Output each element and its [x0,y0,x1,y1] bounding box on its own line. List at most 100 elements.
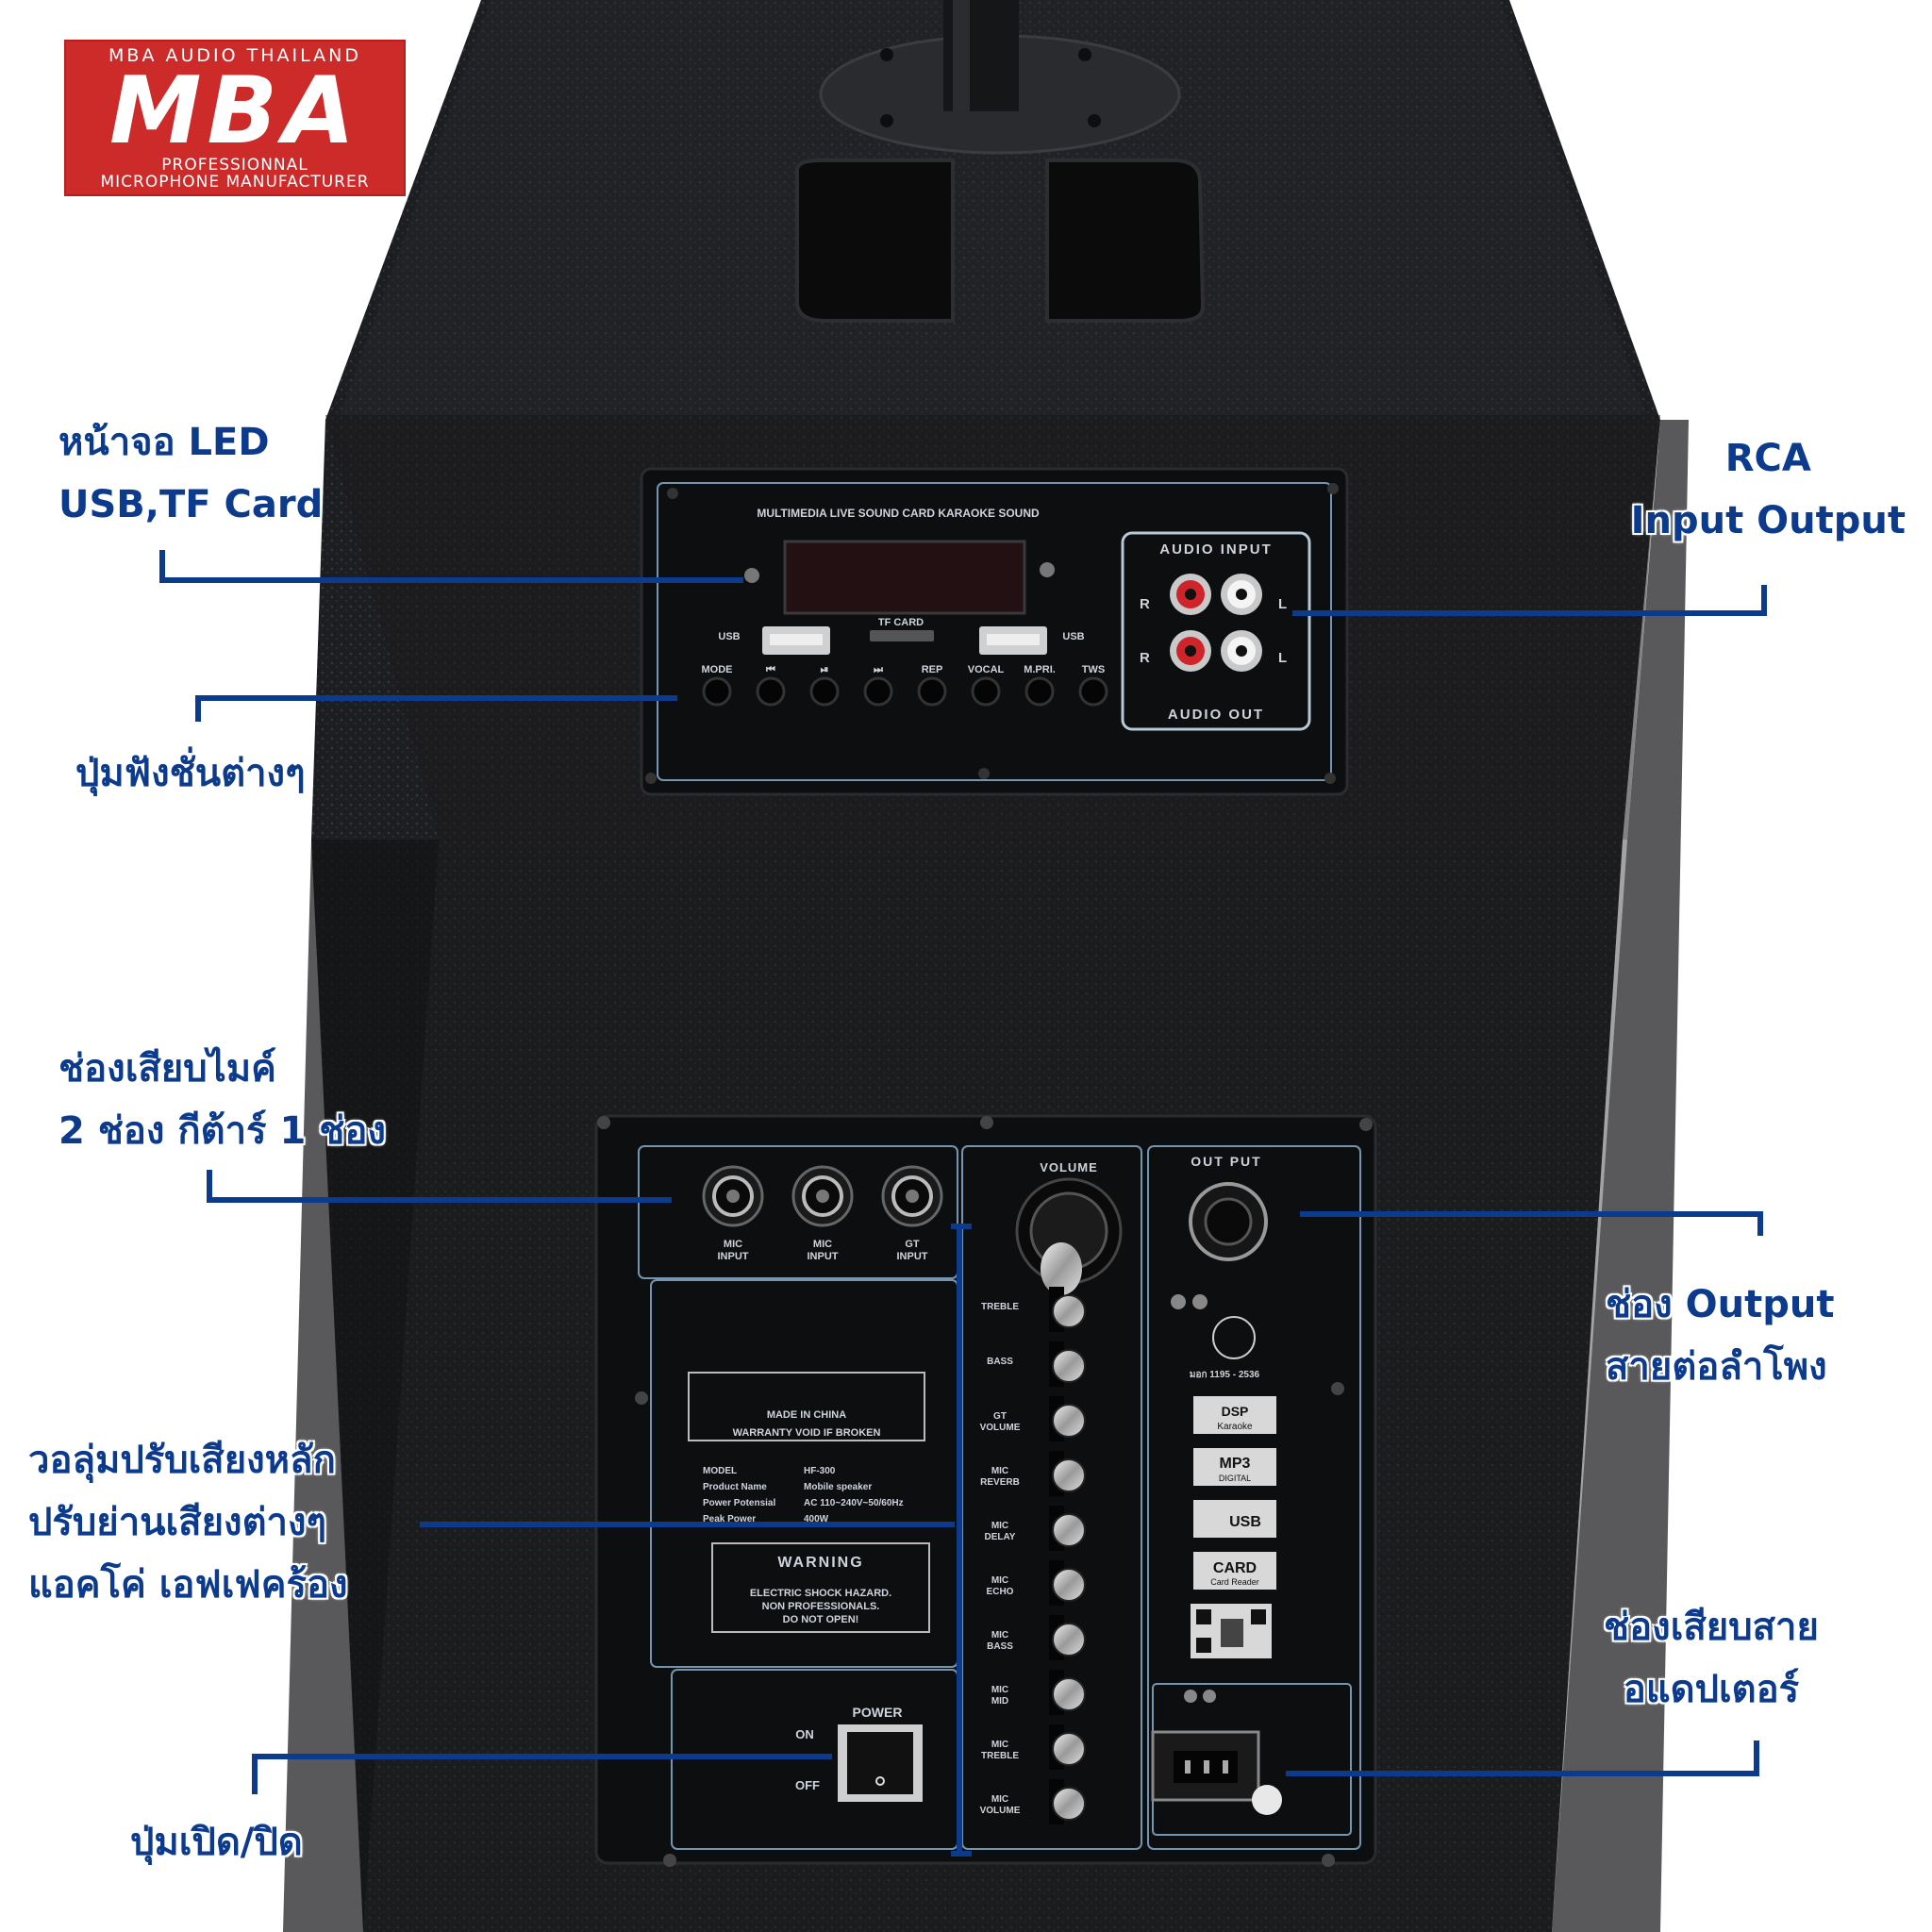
eq-knob[interactable] [1049,1560,1086,1606]
audio-input-label: AUDIO INPUT [1159,541,1273,558]
power-label: POWER [853,1705,903,1720]
eq-knob[interactable] [1049,1396,1086,1441]
power-switch[interactable] [838,1724,923,1802]
sticker [1252,1785,1282,1815]
warning-line: DO NOT OPEN! [783,1614,859,1625]
function-button[interactable] [702,676,732,707]
eq-knob-label: BASS [987,1357,1013,1367]
rca-l-in-label: L [1278,596,1287,612]
rca-r-out-label: R [1140,650,1150,666]
function-button-label: VOCAL [968,664,1005,675]
callout-function-buttons: ปุ่มฟังชั่นต่างๆ [75,752,306,795]
rca-r-in-label: R [1140,596,1150,612]
usb-badge: USB [1193,1500,1276,1538]
eq-knob[interactable] [1049,1341,1086,1387]
multimedia-panel: MULTIMEDIA LIVE SOUND CARD KARAOKE SOUND… [640,467,1349,796]
eq-knobs: TREBLEBASSGTVOLUMEMICREVERBMICDELAYMICEC… [980,1287,1086,1824]
function-button[interactable] [971,676,1001,707]
spec-label: Peak Power [703,1514,756,1524]
led-display [783,540,1026,615]
rca-l-out-label: L [1278,650,1287,666]
rca-jack-in-l[interactable] [1221,574,1262,615]
eq-knob-label: REVERB [980,1477,1020,1488]
function-button[interactable] [756,676,786,707]
callout-rca: RCA Input Output [1630,437,1906,542]
eq-knob[interactable] [1049,1615,1086,1660]
master-volume-knob[interactable] [1015,1177,1123,1295]
function-button[interactable] [863,676,893,707]
warning-text: ELECTRIC SHOCK HAZARD.NON PROFESSIONALS.… [750,1588,891,1625]
function-button[interactable] [1078,676,1108,707]
eq-knob-label: MIC [991,1630,1008,1641]
tf-card-slot[interactable] [870,630,934,641]
input-jack[interactable] [791,1165,854,1227]
eq-knob-label: DELAY [985,1532,1016,1542]
audio-out-label: AUDIO OUT [1168,707,1264,723]
input-jack[interactable] [881,1165,943,1227]
dsp-badge: DSP Karaoke [1193,1396,1276,1434]
eq-knob-label: BASS [987,1641,1013,1652]
function-button-label: ⏮ [766,664,775,675]
svg-text:DIGITAL: DIGITAL [1219,1474,1251,1483]
eq-knob-label: MIC [991,1521,1008,1531]
function-button-label: TWS [1082,664,1105,675]
input-jack-label: INPUT [808,1251,839,1262]
function-button[interactable] [1024,676,1055,707]
svg-text:Card Reader: Card Reader [1210,1577,1259,1587]
spec-value: Mobile speaker [804,1482,872,1492]
screw [1040,562,1055,577]
function-button[interactable] [917,676,947,707]
eq-knob-label: VOLUME [980,1423,1021,1433]
callout-led-display: หน้าจอ LED USB,TF Card [58,421,324,526]
qr-code [1191,1604,1272,1658]
input-jack-label: INPUT [718,1251,749,1262]
eq-knob[interactable] [1049,1670,1086,1715]
mp3-badge: MP3 DIGITAL [1193,1448,1276,1486]
power-on-label: ON [795,1727,814,1741]
callout-knobs: วอลุ่มปรับเสียงหลัก ปรับย่านเสียงต่างๆ แ… [28,1439,348,1607]
tf-card-label: TF CARD [878,617,924,628]
eq-knob-label: MIC [991,1575,1008,1586]
eq-knob[interactable] [1049,1506,1086,1551]
spec-value: AC 110~240V~50/60Hz [804,1498,904,1508]
eq-knob[interactable] [1049,1287,1086,1332]
ac-power-socket[interactable] [1151,1730,1260,1802]
rca-jack-out-l[interactable] [1221,630,1262,672]
function-button-label: ⏭ [874,664,883,675]
logo-top-text: MBA AUDIO THAILAND [108,45,361,66]
eq-knob[interactable] [1049,1451,1086,1496]
spec-value: 400W [804,1514,829,1524]
input-jack-label: INPUT [897,1251,928,1262]
spec-label: Product Name [703,1482,767,1492]
eq-knob-label: MID [991,1696,1008,1707]
eq-knob-label: MIC [991,1466,1008,1476]
card-badge: CARD Card Reader [1193,1552,1276,1590]
warning-line: NON PROFESSIONALS. [762,1601,880,1612]
callout-lines [159,550,1767,1857]
usb-left-label: USB [718,631,740,642]
input-jack[interactable] [702,1165,764,1227]
eq-knob[interactable] [1049,1779,1086,1824]
volume-label: VOLUME [1040,1160,1098,1174]
eq-knob-label: TREBLE [981,1302,1019,1312]
svg-text:MP3: MP3 [1220,1456,1251,1472]
callout-output: ช่อง Output สายต่อลำโพง [1606,1283,1835,1389]
function-button-label: ⏯ [821,664,829,675]
rca-jack-out-r[interactable] [1170,630,1211,672]
eq-knob[interactable] [1049,1724,1086,1770]
speakon-output-jack[interactable] [1189,1182,1268,1261]
output-label: OUT PUT [1191,1154,1261,1169]
function-button[interactable] [809,676,840,707]
eq-knob-label: MIC [991,1740,1008,1750]
spec-value: HF-300 [804,1466,836,1476]
svg-text:USB: USB [1229,1514,1261,1530]
rca-jack-in-r[interactable] [1170,574,1211,615]
made-in-text: MADE IN CHINA [767,1409,846,1421]
tis-text: มอก 1195 - 2536 [1190,1370,1260,1380]
callout-power: ปุ่มเปิด/ปิด [130,1821,303,1864]
eq-knob-label: MIC [991,1794,1008,1805]
